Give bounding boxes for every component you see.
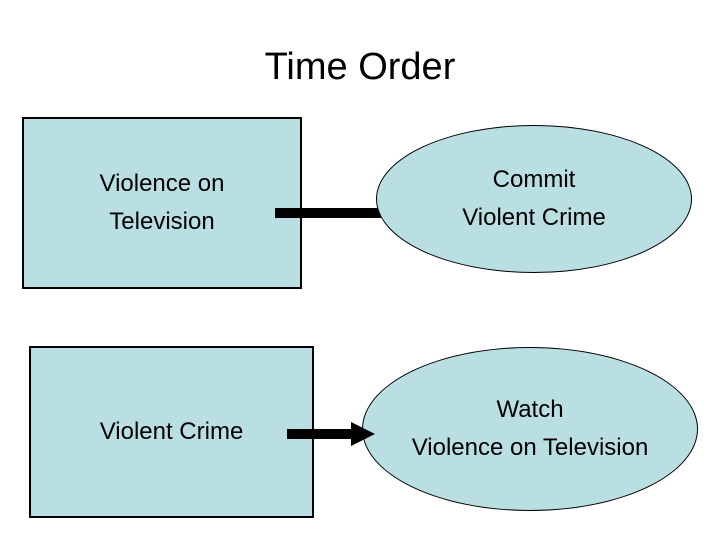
node-label: Violent Crime: [99, 418, 244, 445]
arrow-head-icon: [351, 422, 375, 446]
page-title: Time Order: [264, 46, 456, 88]
node-label: Watch Violence on Television: [411, 396, 649, 461]
node-label: Commit Violent Crime: [462, 166, 606, 231]
node-label: Violence on Television: [99, 170, 225, 235]
arrow-shaft: [275, 208, 408, 218]
arrow-shaft: [287, 429, 353, 439]
node-violence-on-television[interactable]: Violence on Television: [22, 117, 302, 289]
node-watch-violence-on-television[interactable]: Watch Violence on Television: [362, 347, 698, 511]
node-violent-crime[interactable]: Violent Crime: [29, 346, 314, 518]
node-commit-violent-crime[interactable]: Commit Violent Crime: [376, 125, 692, 273]
